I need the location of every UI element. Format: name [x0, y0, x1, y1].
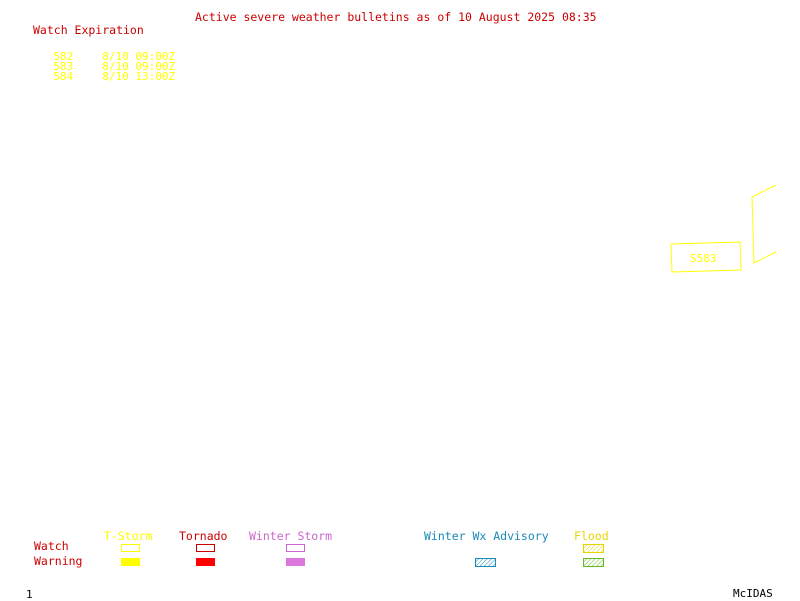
tstorm-warning-swatch [121, 558, 140, 566]
winter-storm-watch-swatch [286, 544, 305, 552]
winter-wx-advisory-swatch [475, 558, 496, 567]
watch-box-label: S583 [690, 252, 717, 265]
winter-storm-warning-swatch [286, 558, 305, 566]
legend-category-label: Tornado [179, 529, 228, 543]
legend-category-label: Flood [574, 529, 609, 543]
watch-expiration-row: 583 8/10 09:00Z [40, 52, 175, 72]
watch-expires: 8/10 09:00Z [102, 60, 176, 73]
watch-box-outline [670, 241, 742, 273]
tornado-watch-swatch [196, 544, 215, 552]
watch-expiration-row: 582 8/10 09:00Z [40, 42, 175, 62]
watch-id: 584 [53, 70, 74, 83]
legend-category-label: T-Storm [104, 529, 153, 543]
watch-expires: 8/10 13:00Z [102, 70, 176, 83]
legend-warning-row-label: Warning [34, 554, 83, 568]
frame-number: 1 [26, 588, 33, 601]
flood-warning-swatch [583, 558, 604, 567]
legend-watch-row-label: Watch [34, 539, 69, 553]
legend-category-label: Winter Storm [249, 529, 333, 543]
bulletin-title: Active severe weather bulletins as of 10… [195, 10, 597, 24]
flood-watch-swatch [583, 544, 604, 553]
watch-expiration-row: 584 8/10 13:00Z [40, 62, 175, 82]
watch-id: 582 [53, 50, 74, 63]
tornado-warning-swatch [196, 558, 215, 566]
mcidas-brand: McIDAS [733, 587, 773, 600]
watch-id: 583 [53, 60, 74, 73]
legend-category-label: Winter Wx Advisory [424, 529, 549, 543]
watch-expiration-title: Watch Expiration [33, 23, 144, 37]
watch-box-outline-partial [751, 184, 777, 264]
watch-expires: 8/10 09:00Z [102, 50, 176, 63]
tstorm-watch-swatch [121, 544, 140, 552]
